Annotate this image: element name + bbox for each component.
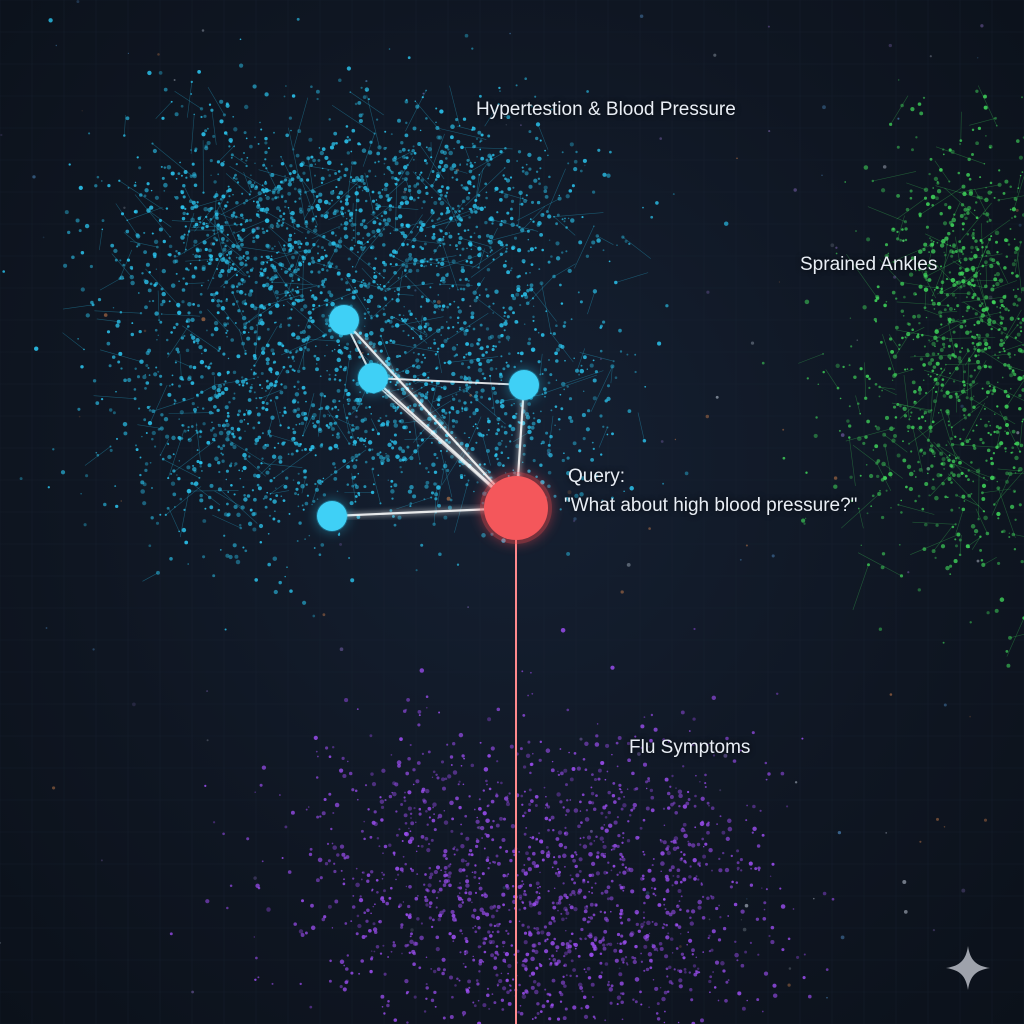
background-stars <box>0 0 1022 999</box>
cluster-label-ankles: Sprained Ankles <box>800 254 938 275</box>
cluster-ankles <box>761 79 1024 668</box>
neighbor-nodes <box>316 304 540 532</box>
cluster-hypertension <box>2 17 729 631</box>
sparkle-icon <box>946 946 990 990</box>
query-text: "What about high blood pressure?" <box>564 495 858 516</box>
cluster-label-flu: Flu Symptoms <box>629 737 751 758</box>
query-title: Query: <box>568 466 626 487</box>
cluster-label-hypertension: Hypertestion & Blood Pressure <box>476 99 736 120</box>
query-node-group <box>480 472 552 544</box>
cluster-flu <box>169 627 835 1024</box>
